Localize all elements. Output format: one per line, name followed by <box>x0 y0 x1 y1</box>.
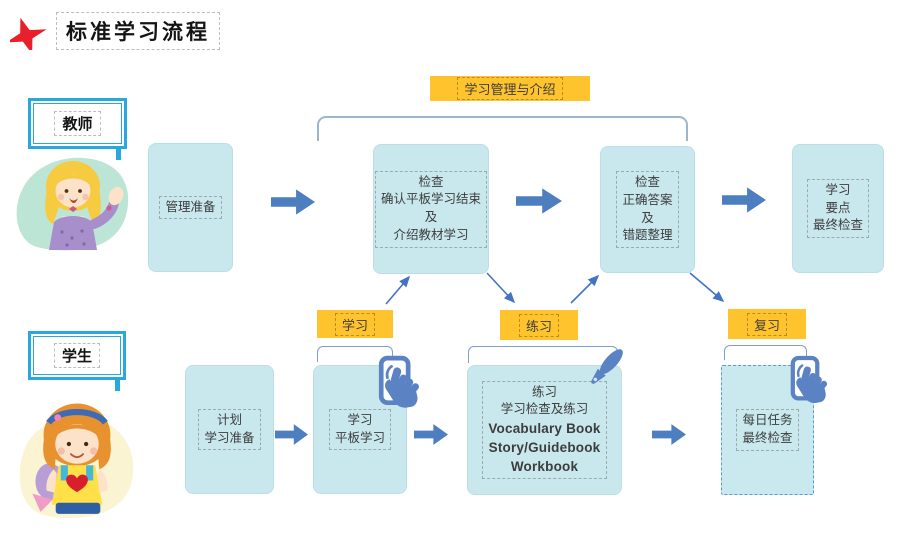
teacher-step-check-answers-text: 检查 正确答案 及 错题整理 <box>616 171 679 248</box>
study-bracket <box>317 346 393 362</box>
arrow-student-3 <box>652 424 686 445</box>
page-title: 标准学习流程 <box>56 12 220 50</box>
connector-teacher-to-practice <box>486 272 516 304</box>
stage-label-review: 复习 <box>728 309 806 339</box>
connector-teacher-to-review <box>689 272 725 303</box>
teacher-step-final-check: 学习 要点 最终检查 <box>792 144 884 273</box>
teacher-step-check-answers: 检查 正确答案 及 错题整理 <box>600 146 695 273</box>
teacher-role-text: 教师 <box>54 111 101 136</box>
teacher-illustration <box>16 157 129 251</box>
tablet-touch-icon <box>790 355 828 403</box>
star-icon <box>10 17 47 50</box>
student-role-label: 学生 <box>28 331 126 391</box>
stage-label-practice: 练习 <box>500 310 578 340</box>
stage-label-practice-text: 练习 <box>518 313 559 337</box>
arrow-teacher-1 <box>271 189 315 215</box>
student-step-practice: 练习 学习检查及练习 Vocabulary Book Story/Guidebo… <box>467 365 622 495</box>
connector-practice-to-teacher <box>570 274 600 304</box>
student-step-tablet-study-text: 学习 平板学习 <box>328 408 391 451</box>
stage-label-study-text: 学习 <box>334 312 375 336</box>
management-bracket <box>317 116 688 141</box>
teacher-step-final-check-text: 学习 要点 最终检查 <box>806 178 869 239</box>
student-callout-tail <box>115 377 120 391</box>
pen-icon <box>591 349 623 384</box>
stage-label-management: 学习管理与介绍 <box>430 76 590 101</box>
stage-label-study: 学习 <box>317 310 393 338</box>
arrow-teacher-3 <box>722 187 766 213</box>
teacher-step-preparation-text: 管理准备 <box>159 195 222 220</box>
arrow-student-1 <box>275 424 308 445</box>
connector-study-to-teacher <box>385 275 411 305</box>
stage-label-review-text: 复习 <box>746 312 787 336</box>
student-illustration <box>19 403 134 518</box>
stage-label-management-text: 学习管理与介绍 <box>457 77 563 100</box>
arrow-teacher-2 <box>516 188 562 214</box>
teacher-role-label: 教师 <box>28 98 127 160</box>
student-step-plan-text: 计划 学习准备 <box>198 408 261 451</box>
tablet-touch-icon <box>378 355 419 408</box>
student-step-practice-text: 练习 学习检查及练习 Vocabulary Book Story/Guidebo… <box>482 380 607 480</box>
teacher-step-check-tablet-text: 检查 确认平板学习结束 及 介绍教材学习 <box>374 170 487 248</box>
teacher-callout-tail <box>116 146 121 160</box>
teacher-step-preparation: 管理准备 <box>148 143 233 272</box>
student-step-plan: 计划 学习准备 <box>185 365 274 494</box>
arrow-student-2 <box>414 424 448 445</box>
review-bracket <box>724 345 807 360</box>
student-role-text: 学生 <box>53 343 100 368</box>
student-step-daily-task-text: 每日任务 最终检查 <box>736 409 799 451</box>
teacher-step-check-tablet: 检查 确认平板学习结束 及 介绍教材学习 <box>373 144 489 274</box>
